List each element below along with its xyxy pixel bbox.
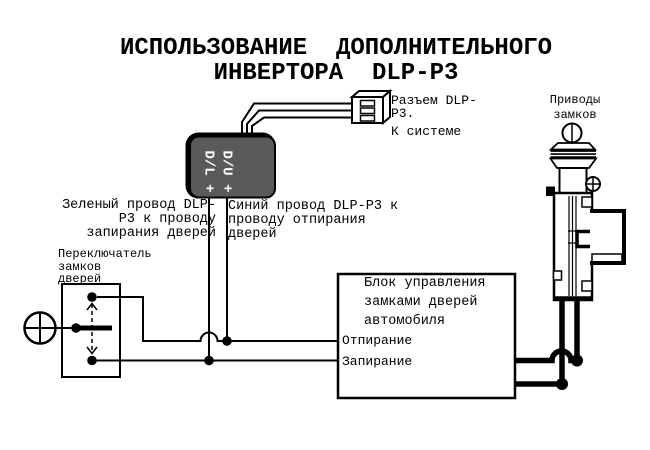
control-block-title-line2: замками дверей — [364, 295, 478, 310]
battery-icon — [23, 311, 72, 345]
control-block-lock-label: Запирание — [342, 354, 413, 369]
switch-label-line2: замков — [58, 260, 102, 274]
inverter-box — [185, 132, 276, 199]
connector-icon — [349, 88, 393, 126]
control-block-title-line1: Блок управления — [364, 276, 486, 291]
connector-label-line3: К системе — [391, 124, 462, 139]
switch-label-line1: Переключатель — [58, 247, 152, 261]
junction-dot — [222, 336, 232, 346]
blue-wire-label-line2: проводу отпирания — [228, 213, 366, 228]
page-title-line1: ИСПОЛЬЗОВАНИЕ ДОПОЛНИТЕЛЬНОГО — [119, 35, 553, 62]
control-block-unlock-label: Отпирание — [342, 333, 413, 348]
green-wire-label-line3: запирания дверей — [86, 226, 216, 241]
actuator-label-line1: Приводы — [549, 93, 601, 107]
actuator-drawing — [546, 122, 626, 302]
connector-label-line1: Разъем DLP- — [391, 93, 477, 108]
connector-label-line2: P3. — [391, 106, 415, 121]
unlock-wire — [97, 296, 338, 342]
control-block-box — [336, 272, 517, 400]
actuator-wires — [515, 301, 583, 390]
control-block-title-line3: автомобиля — [364, 314, 446, 329]
blue-wire-label-line1: Синий провод DLP-P3 к — [228, 199, 399, 214]
blue-wire-label-line3: дверей — [228, 227, 277, 242]
green-wire-label-line1: Зеленый провод DLP- — [62, 198, 216, 213]
page-title-line2: ИНВЕРТОРА DLP-P3 — [213, 60, 459, 87]
green-wire-label-line2: P3 к проводу — [118, 212, 216, 227]
junction-dot — [204, 355, 214, 366]
inverter-port-dl-label: D/L + — [200, 149, 217, 192]
switch-label-line3: дверей — [58, 272, 102, 286]
inverter-port-du-label: D/U + — [218, 149, 234, 192]
actuator-label-line2: замков — [553, 108, 597, 122]
